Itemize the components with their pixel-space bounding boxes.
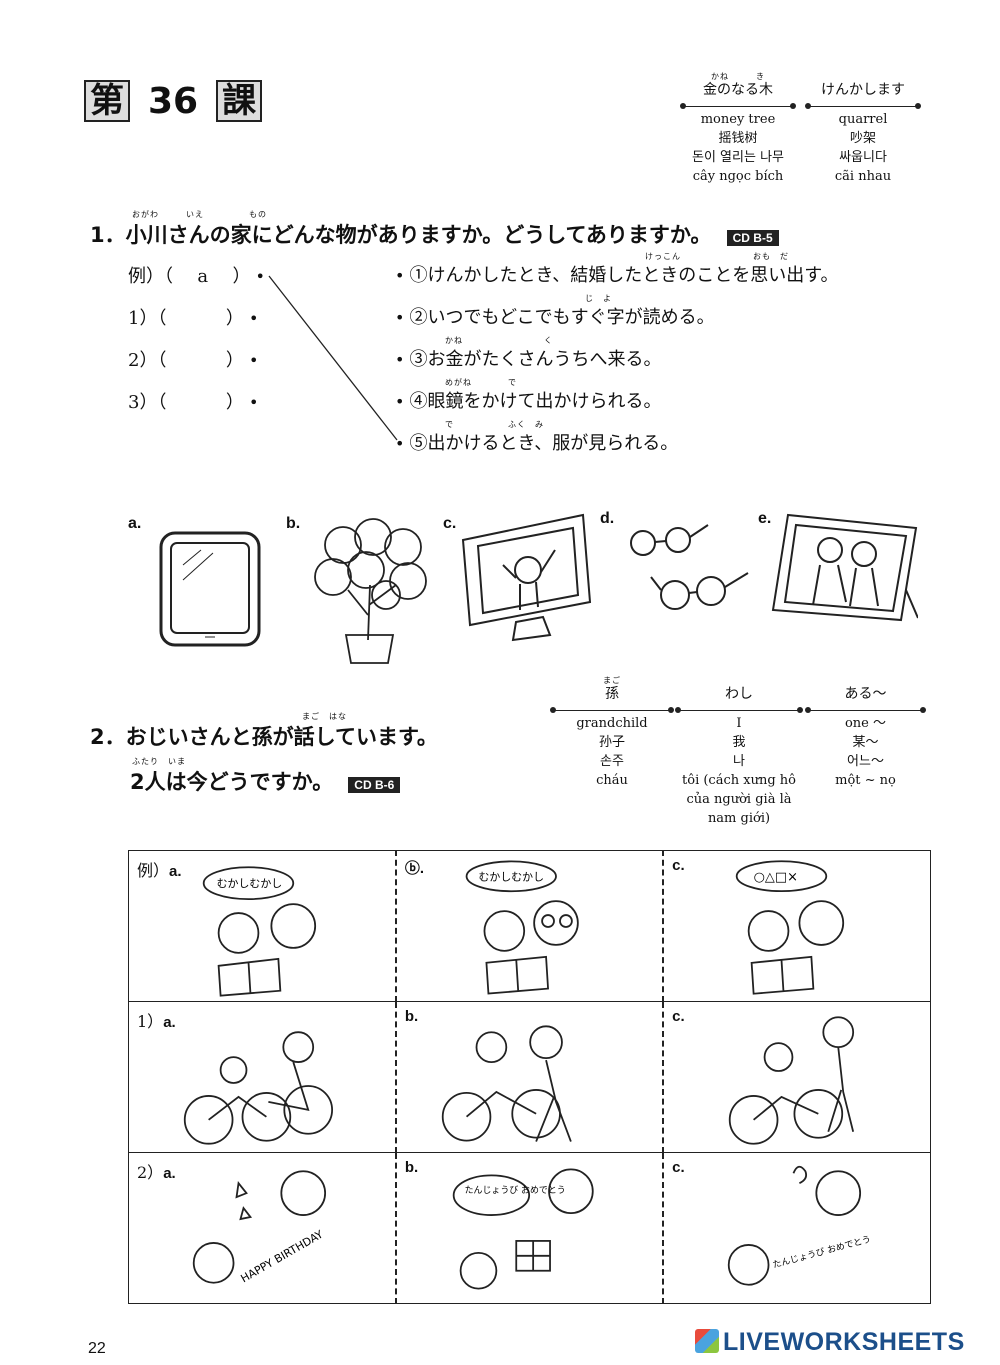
mirror-picture: [159, 531, 261, 647]
pushing-bicycle-illustration: [441, 1025, 572, 1142]
option-1[interactable]: けっこん おも だ • ①けんかしたとき、結婚したときのことを思い出す。: [395, 252, 839, 286]
grid-cell-2-a[interactable]: 2）a. HAPPY BIRTHDAY: [127, 1152, 397, 1304]
lesson-suffix: 課: [216, 80, 263, 122]
birthday-song-illustration: HAPPY BIRTHDAY: [192, 1170, 327, 1286]
lesson-number: 36: [148, 80, 199, 122]
svg-text:たんじょうび おめでとう: たんじょうび おめでとう: [464, 1185, 565, 1196]
grid-cell-example-b[interactable]: ⓑ. むかしむかし: [394, 850, 664, 1002]
giving-present-illustration: たんじょうび おめでとう: [452, 1168, 594, 1290]
vocab-money-tree: かね き 金のなる木 money tree 摇钱树 돈이 열리는 나무 cây …: [680, 72, 796, 186]
option-3[interactable]: かね く • ③お金がたくさんうちへ来る。: [395, 336, 662, 370]
liveworksheets-icon: [695, 1329, 719, 1353]
brand-logo: LIVEWORKSHEETS: [695, 1328, 965, 1357]
question-2-line1: 2．おじいさんと孫が話しています。: [90, 725, 438, 749]
wedding-photo-picture: [771, 513, 918, 622]
surprised-grandpa-illustration: たんじょうび おめでとう: [727, 1165, 873, 1286]
vocab-quarrel: けんかします quarrel 吵架 싸웁니다 cãi nhau: [805, 72, 921, 186]
grid-cell-1-c[interactable]: c.: [662, 1001, 932, 1153]
vocab-washi: わし I 我 나 tôi (cách xưng hô của người già…: [675, 676, 803, 828]
option-4[interactable]: めがね で • ④眼鏡をかけて出かけられる。: [395, 378, 662, 412]
cd-track-badge: CD B-5: [726, 230, 779, 246]
answer-row-3: 3）（ ） •: [128, 392, 259, 413]
answer-row-1: 1）（ ） •: [128, 308, 259, 329]
grid-cell-2-c[interactable]: c. たんじょうび おめでとう: [662, 1152, 932, 1304]
svg-text:むかしむかし: むかしむかし: [217, 877, 283, 890]
question-1: おがわ いえ もの 1．小川さんの家にどんな物がありますか。どうしてありますか。…: [90, 210, 779, 249]
walking-beside-bicycle-illustration: [728, 1016, 855, 1145]
svg-text:むかしむかし: むかしむかし: [478, 870, 544, 883]
option-5[interactable]: で ふく み • ⑤出かけるとき、服が見られる。: [395, 420, 679, 454]
cd-track-badge-2: CD B-6: [348, 777, 401, 793]
svg-text:たんじょうび おめでとう: たんじょうび おめでとう: [772, 1234, 873, 1271]
vocab-grandchild: まご 孫 grandchild 孙子 손주 cháu: [550, 676, 674, 790]
option-list: けっこん おも だ • ①けんかしたとき、結婚したときのことを思い出す。 じ よ…: [395, 252, 838, 462]
grid-row-2: 2）a. HAPPY BIRTHDAY b. たんじょうび おめでとう: [127, 1152, 932, 1304]
glasses-picture: [630, 524, 749, 610]
vocab-aru: ある～ one ～ 某～ 어느～ một ~ nọ: [805, 676, 926, 790]
money-tree-picture: [314, 518, 427, 664]
svg-text:HAPPY BIRTHDAY: HAPPY BIRTHDAY: [238, 1228, 325, 1286]
question-2: まご はな 2．おじいさんと孫が話しています。 ふたり いま 2人は今どうですか…: [90, 712, 438, 794]
grid-cell-example-c[interactable]: c. ○△□×: [662, 850, 932, 1002]
grid-cell-example-a[interactable]: 例）a. むかしむかし: [127, 850, 397, 1002]
grid-cell-1-a[interactable]: 1）a.: [127, 1001, 397, 1153]
reading-book-illustration: むかしむかし: [202, 866, 317, 997]
lesson-prefix: 第: [84, 80, 130, 122]
answer-rows: 例）（ a ） • 1）（ ） • 2）（ ） • 3）（ ） •: [128, 262, 265, 430]
grid-row-example: 例）a. むかしむかし ⓑ. むかしむかし: [127, 850, 932, 1002]
grid-row-1: 1）a. b. c.: [127, 1001, 932, 1153]
photo-frame-picture: [461, 513, 592, 642]
picture-grid: 例）a. むかしむかし ⓑ. むかしむかし: [127, 850, 932, 1304]
answer-row-example: 例）（ a ） •: [128, 266, 265, 287]
question-1-title: 1．小川さんの家にどんな物がありますか。どうしてありますか。: [90, 223, 712, 247]
bicycle-together-illustration: [183, 1031, 334, 1145]
grid-cell-1-b[interactable]: b.: [394, 1001, 664, 1153]
page-number: 22: [88, 1340, 106, 1357]
answer-row-2: 2）（ ） •: [128, 350, 259, 371]
picture-row: a. b. c. d. e.: [128, 510, 928, 675]
grandpa-reading-illustration: むかしむかし: [465, 860, 579, 995]
lesson-title: 第 36 課: [84, 80, 263, 122]
svg-text:○△□×: ○△□×: [754, 870, 798, 885]
option-2[interactable]: じ よ • ②いつでもどこでもすぐ字が読める。: [395, 294, 715, 328]
example-match-line: [268, 275, 398, 441]
grid-cell-2-b[interactable]: b. たんじょうび おめでとう: [394, 1152, 664, 1304]
grandpa-confused-illustration: ○△□×: [735, 860, 845, 995]
question-2-line2: 2人は今どうですか。: [130, 770, 334, 794]
